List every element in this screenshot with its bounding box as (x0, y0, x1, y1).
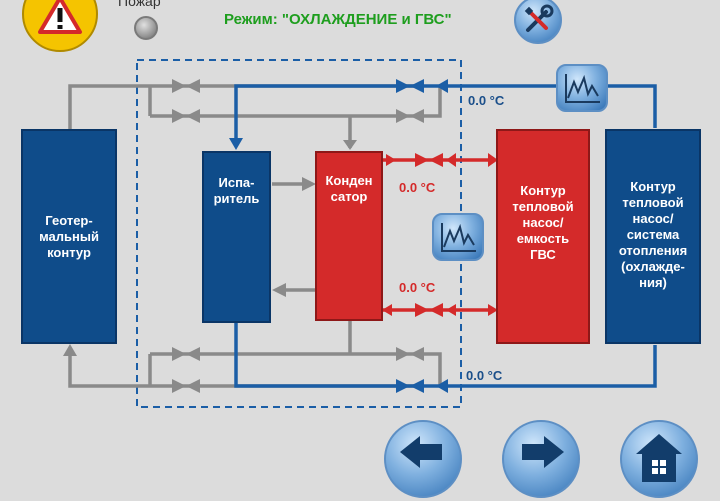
top-loop-temperature: 0.0 °C (468, 93, 505, 108)
back-button[interactable] (384, 420, 462, 498)
geothermal-top-pipes (68, 84, 442, 148)
arrow-right-icon (522, 436, 564, 468)
evaporator-block[interactable]: Испа- ритель (202, 151, 271, 323)
hot-water-loop-block[interactable]: Контур тепловой насос/ емкость ГВС (496, 129, 590, 344)
home-icon (636, 434, 682, 482)
heating-label: Контур тепловой насос/ система отопления… (618, 179, 688, 290)
arrow-right-internal (302, 177, 316, 191)
warning-triangle-icon (22, 0, 98, 52)
forward-button[interactable] (502, 420, 580, 498)
condenser-label: Конден сатор (325, 173, 373, 204)
hot-water-supply-temperature: 0.0 °C (399, 180, 436, 195)
fire-indicator-lamp (134, 16, 158, 40)
warning-button[interactable] (20, 0, 100, 58)
hot-water-label: Контур тепловой насос/ емкость ГВС (512, 183, 574, 262)
condenser-block[interactable]: Конден сатор (315, 151, 383, 321)
arrow-up-geothermal (63, 344, 77, 356)
trend-chart-icon (565, 74, 600, 103)
geothermal-bottom-pipes (68, 318, 442, 388)
red-valves (382, 153, 498, 317)
gray-valves (172, 79, 424, 393)
evaporator-label: Испа- ритель (213, 175, 260, 206)
arrow-left-icon (400, 436, 442, 468)
home-button[interactable] (620, 420, 698, 498)
arrow-left-internal (272, 283, 286, 297)
blue-valves (396, 79, 424, 393)
trend-chart-icon (441, 223, 476, 252)
settings-tools-button[interactable] (514, 0, 562, 44)
bottom-loop-temperature: 0.0 °C (466, 368, 503, 383)
geothermal-label: Геотер- мальный контур (39, 212, 99, 260)
fire-label: Пожар (118, 0, 161, 9)
trend-button-cooling-loop[interactable] (556, 64, 608, 112)
hot-water-return-temperature: 0.0 °C (399, 280, 436, 295)
mode-title: Режим: "ОХЛАЖДЕНИЕ и ГВС" (224, 11, 452, 28)
arrow-down-condenser-top (343, 140, 357, 150)
piping-diagram (63, 59, 657, 408)
arrow-down-evaporator (229, 138, 243, 150)
trend-button-hot-water[interactable] (432, 213, 484, 261)
heating-loop-block[interactable]: Контур тепловой насос/ система отопления… (605, 129, 701, 344)
geothermal-loop-block[interactable]: Геотер- мальный контур (21, 129, 117, 344)
tools-icon (524, 4, 554, 32)
